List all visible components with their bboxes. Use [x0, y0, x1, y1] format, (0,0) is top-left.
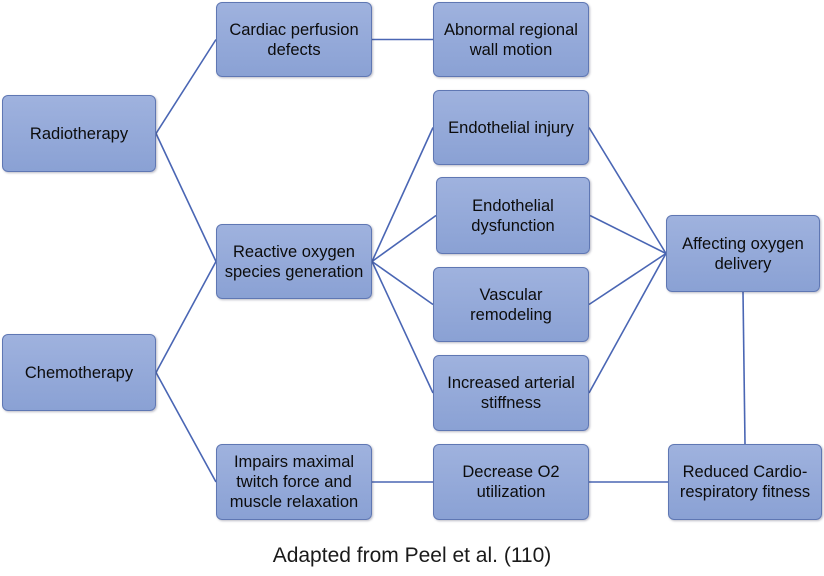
node-decrease-o2-utilization: Decrease O2 utilization: [433, 444, 589, 520]
node-endothelial-dysfunction: Endothelial dysfunction: [436, 177, 590, 254]
figure-caption: Adapted from Peel et al. (110): [272, 544, 552, 567]
connector-chemotherapy-to-impairs_twitch: [155, 372, 217, 483]
node-increased-arterial-stiffness: Increased arterial stiffness: [433, 355, 589, 431]
node-affecting-oxygen-delivery: Affecting oxygen delivery: [666, 215, 820, 292]
connector-endothelial_dysfunction-to-oxygen_delivery: [589, 214, 667, 255]
connector-ros_generation-to-vascular_remodeling: [371, 260, 434, 306]
node-cardiac-perfusion-defects: Cardiac perfusion defects: [216, 2, 372, 77]
connector-vascular_remodeling-to-oxygen_delivery: [588, 252, 667, 306]
node-impairs-twitch-force: Impairs maximal twitch force and muscle …: [216, 444, 372, 520]
node-endothelial-injury: Endothelial injury: [433, 90, 589, 165]
node-reactive-oxygen-species: Reactive oxygen species generation: [216, 224, 372, 299]
connector-chemotherapy-to-ros_generation: [155, 261, 217, 373]
connector-radiotherapy-to-cardiac_perfusion: [155, 39, 217, 134]
connector-ros_generation-to-endothelial_dysfunction: [371, 214, 437, 263]
node-vascular-remodeling: Vascular remodeling: [433, 267, 589, 342]
connector-ros_generation-to-arterial_stiffness: [371, 261, 434, 394]
node-chemotherapy: Chemotherapy: [2, 334, 156, 411]
connector-endothelial_injury-to-oxygen_delivery: [588, 127, 667, 254]
node-radiotherapy: Radiotherapy: [2, 95, 156, 172]
connector-arterial_stiffness-to-oxygen_delivery: [588, 253, 667, 394]
connector-ros_generation-to-endothelial_injury: [371, 127, 434, 262]
node-reduced-cardiorespiratory-fitness: Reduced Cardio- respiratory fitness: [668, 444, 822, 520]
connector-oxygen_delivery-to-reduced_fitness: [742, 291, 746, 445]
node-abnormal-wall-motion: Abnormal regional wall motion: [433, 2, 589, 77]
connector-radiotherapy-to-ros_generation: [155, 133, 217, 262]
